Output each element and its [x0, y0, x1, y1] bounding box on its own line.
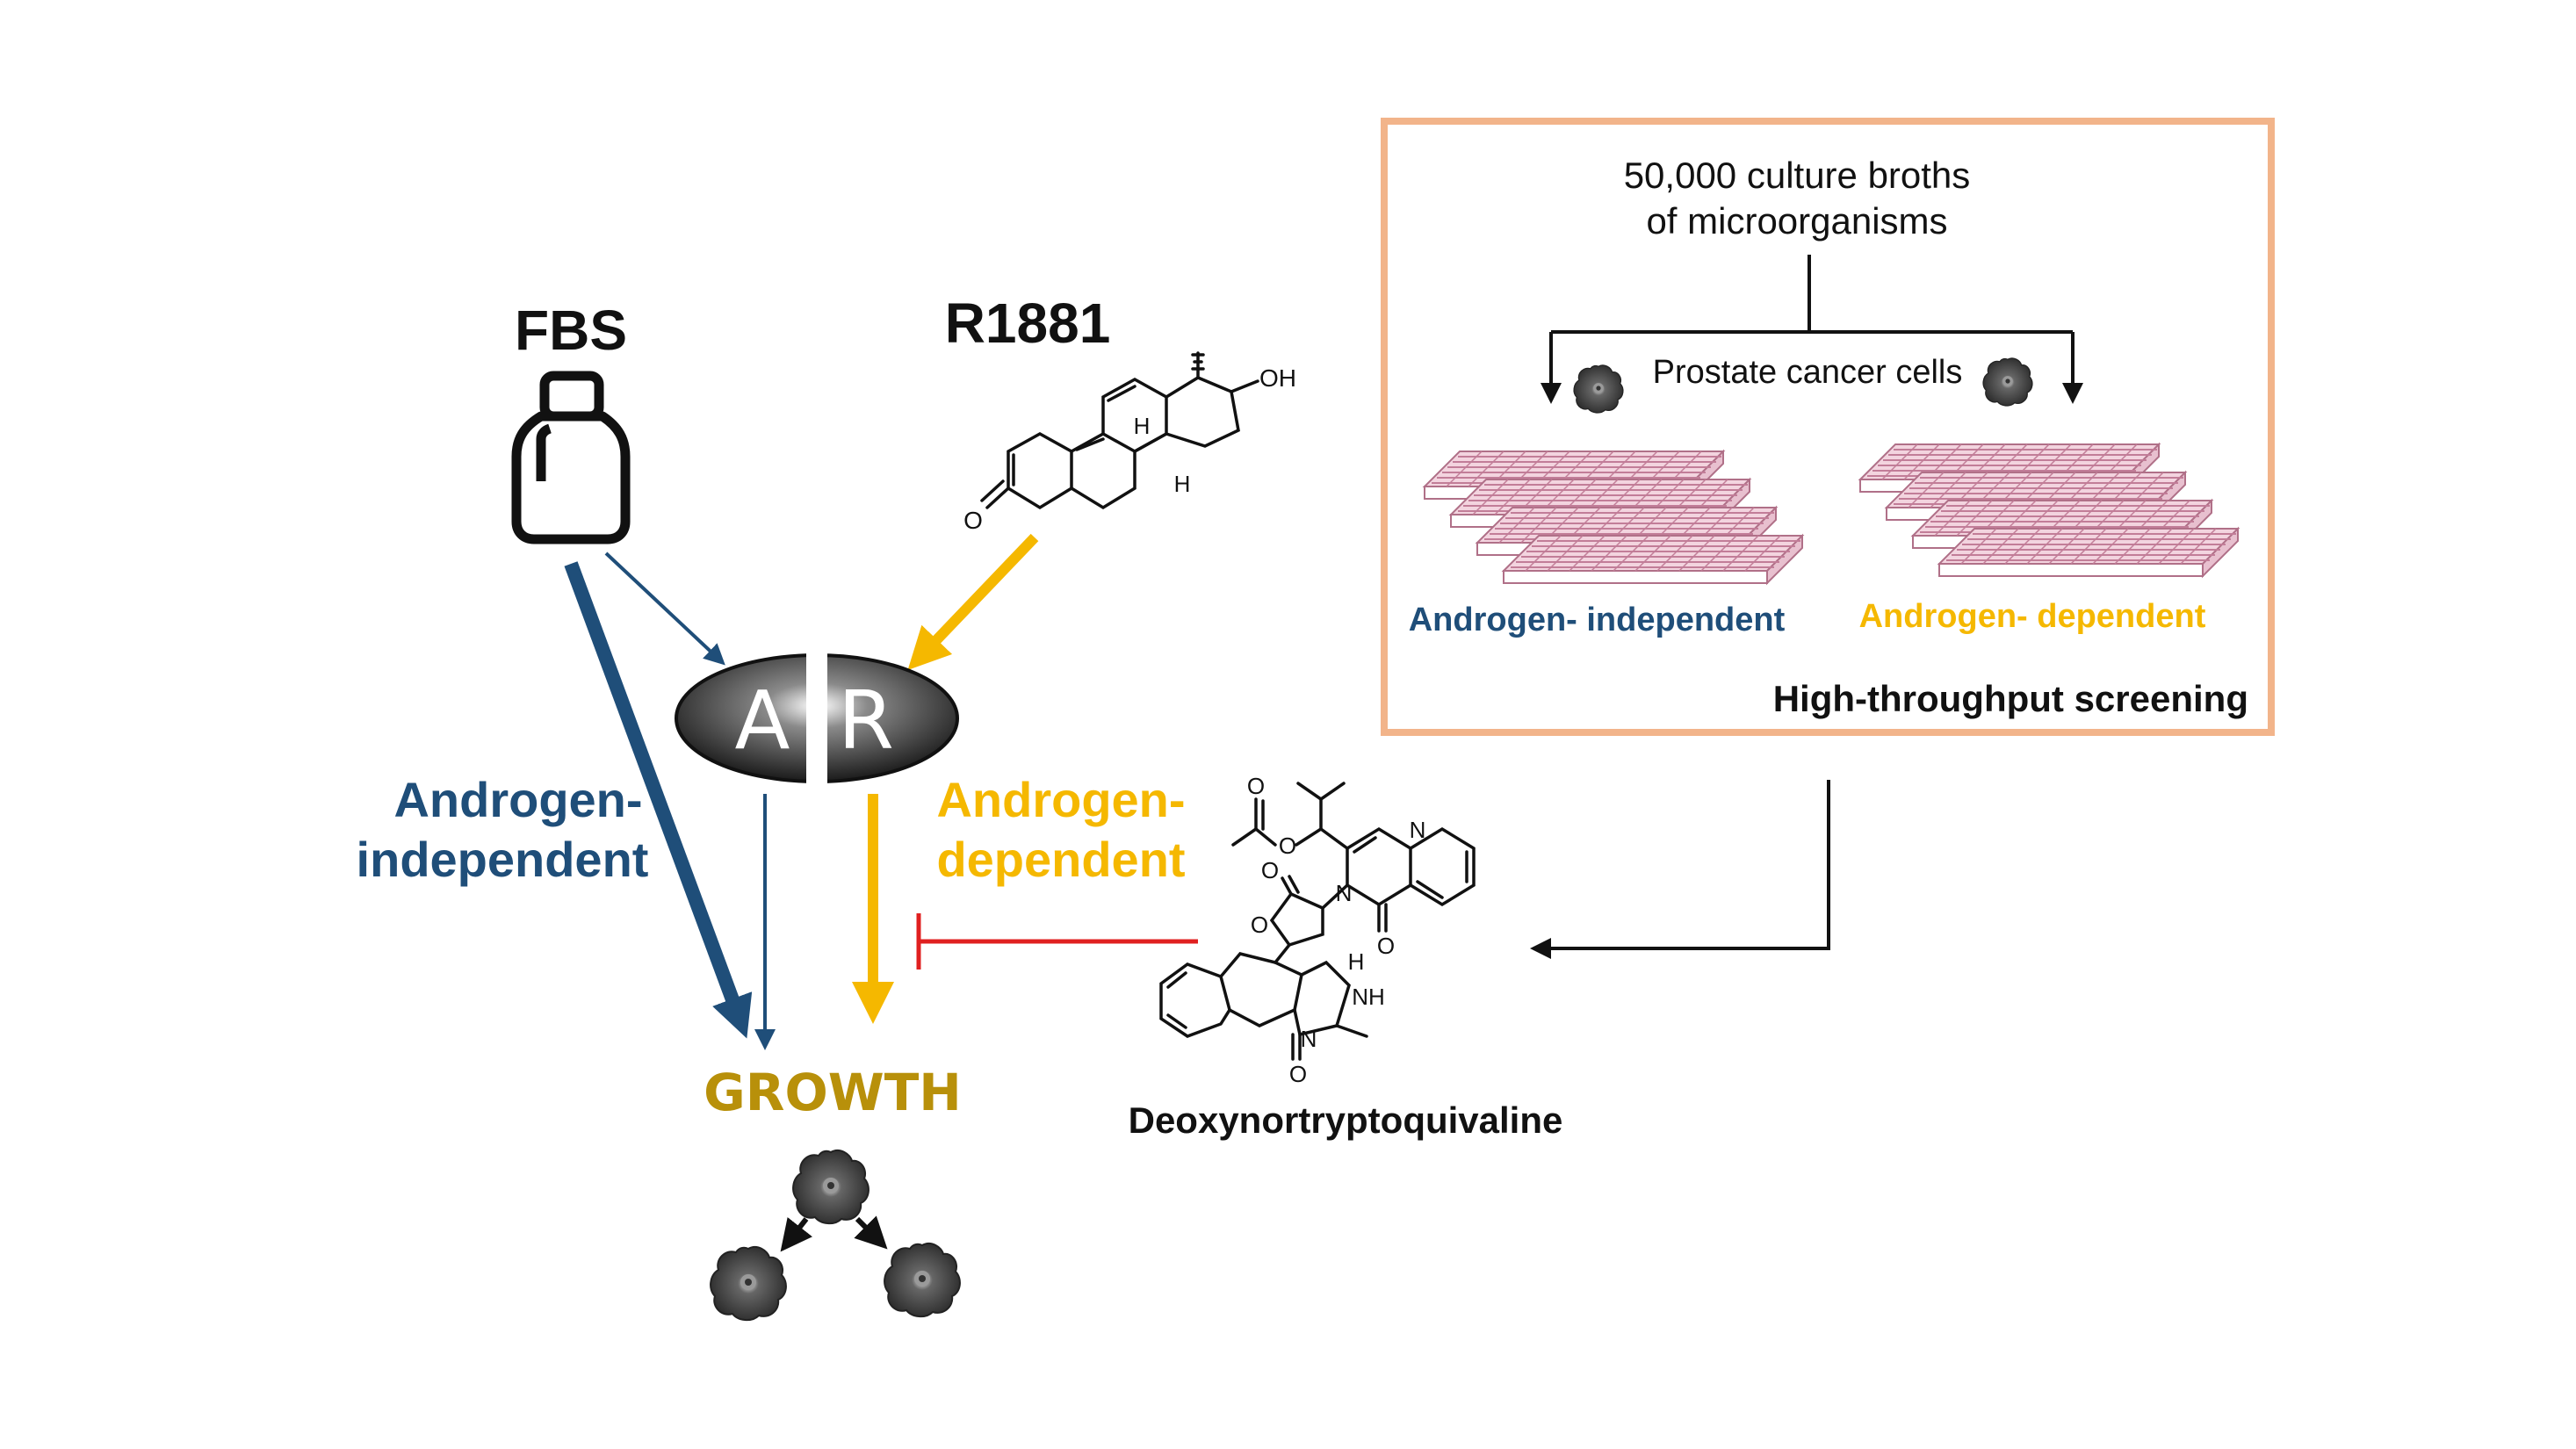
androgen-independent-label-line1: Androgen-	[393, 772, 642, 827]
division-arrow-left	[780, 1217, 812, 1252]
multiwell-plate-icon	[1859, 443, 2239, 577]
cancer-cell-icon	[792, 1149, 869, 1225]
r1881-structure	[980, 351, 1259, 510]
screening-to-compound-arrow	[1530, 780, 1830, 959]
compound-atom-n3: N	[1301, 1026, 1317, 1052]
compound-atom-o5: O	[1251, 912, 1268, 938]
compound-atom-o6: O	[1289, 1061, 1307, 1087]
cancer-cell-icon	[710, 1245, 787, 1322]
androgen-receptor	[675, 652, 959, 785]
compound-atom-o1: O	[1247, 773, 1265, 799]
androgen-dependent-label-line2: dependent	[936, 832, 1185, 887]
plate-left-label: Androgen- independent	[1409, 602, 1786, 638]
r1881-oh-label: OH	[1259, 364, 1296, 392]
cancer-cell-icon	[1573, 364, 1624, 414]
fbs-to-ar-arrow	[604, 551, 725, 666]
compound-atom-o2: O	[1279, 833, 1296, 859]
division-arrow-right	[854, 1215, 888, 1250]
screening-caption: High-throughput screening	[1773, 678, 2248, 719]
r1881-h-label-lower: H	[1174, 471, 1191, 497]
r1881-label: R1881	[945, 292, 1111, 355]
compound-atom-nh: NH	[1352, 984, 1385, 1010]
multiwell-plate-icon	[1424, 451, 1803, 584]
androgen-dependent-label-line1: Androgen-	[936, 772, 1185, 827]
cancer-cell-icon	[884, 1242, 961, 1318]
compound-atom-n2: N	[1336, 880, 1353, 906]
deoxynortryptoquivaline-structure	[1159, 782, 1476, 1061]
r1881-o-label: O	[963, 507, 983, 534]
compound-atom-o3: O	[1377, 933, 1395, 959]
r1881-h-label-upper: H	[1134, 413, 1151, 439]
fbs-label: FBS	[515, 299, 627, 362]
compound-atom-h: H	[1348, 948, 1365, 975]
androgen-independent-label-line2: independent	[357, 832, 649, 887]
compound-atom-o4: O	[1261, 857, 1279, 883]
cancer-cell-icon	[1982, 357, 2033, 407]
source-line2: of microorganisms	[1646, 200, 1947, 242]
ar-letter-a: A	[735, 674, 790, 768]
fbs-to-growth-arrow	[564, 561, 753, 1039]
growth-label: GROWTH	[704, 1063, 962, 1122]
compound-atom-n1: N	[1410, 817, 1426, 843]
split-connector	[1541, 255, 2083, 404]
plate-right-label: Androgen- dependent	[1859, 598, 2206, 635]
screening-box	[1381, 118, 2275, 736]
r1881-to-ar-arrow	[907, 533, 1039, 671]
compound-name: Deoxynortryptoquivaline	[1129, 1099, 1563, 1141]
prostate-cells-label: Prostate cancer cells	[1653, 354, 1963, 391]
ar-letter-r: R	[838, 674, 894, 768]
bottle-icon	[511, 371, 631, 544]
source-line1: 50,000 culture broths	[1624, 155, 1971, 196]
